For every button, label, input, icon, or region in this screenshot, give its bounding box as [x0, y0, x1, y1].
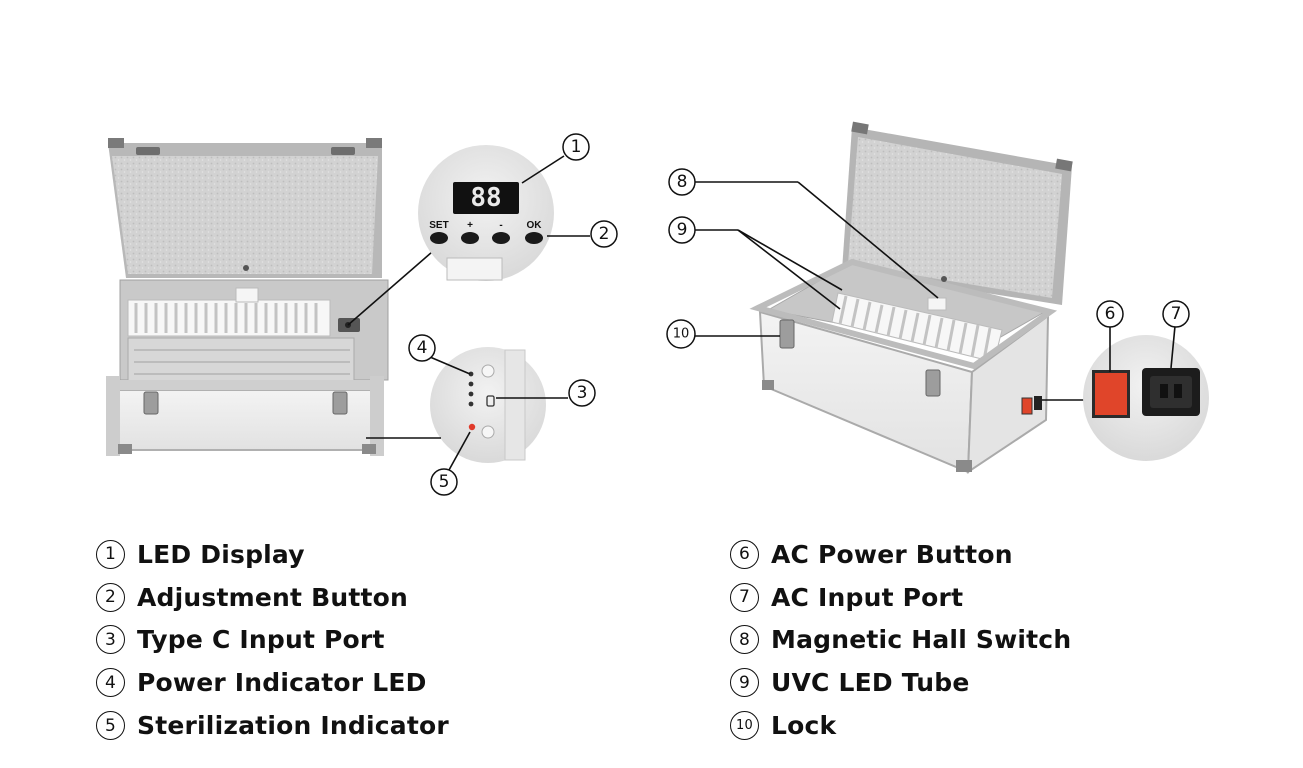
legend-left: 1 LED Display 2 Adjustment Button 3 Type… [96, 533, 449, 747]
callout-7-badge [1162, 300, 1190, 328]
callout-10-num: 10 [673, 327, 690, 342]
callout-2-num: 2 [599, 224, 610, 244]
left-case [106, 138, 389, 456]
plus-label: + [467, 220, 473, 231]
callout-9-num: 9 [677, 220, 688, 240]
callout-8-badge [668, 168, 696, 196]
legend-label: Power Indicator LED [137, 668, 427, 698]
legend-right: 6 AC Power Button 7 AC Input Port 8 Magn… [730, 533, 1071, 747]
legend-num: 2 [96, 582, 125, 612]
legend-item: 6 AC Power Button [730, 533, 1071, 576]
legend-label: UVC LED Tube [771, 668, 970, 698]
ok-button[interactable] [525, 232, 543, 244]
legend-item: 8 Magnetic Hall Switch [730, 619, 1071, 662]
sterilization-indicator-led [468, 423, 476, 431]
legend-item: 4 Power Indicator LED [96, 661, 449, 704]
left-latch-icon [143, 391, 348, 415]
legend-label: Lock [771, 711, 837, 741]
legend-num: 5 [96, 711, 125, 741]
legend-label: Sterilization Indicator [137, 711, 449, 741]
legend-item: 3 Type C Input Port [96, 619, 449, 662]
callout-5-badge [430, 468, 458, 496]
callout-4-num: 4 [417, 338, 428, 358]
legend-item: 10 Lock [730, 704, 1071, 747]
zoom-indicator-panel [430, 347, 546, 463]
right-uvc-grille [831, 292, 1003, 363]
legend-num: 8 [730, 625, 759, 655]
plus-button[interactable] [461, 232, 479, 244]
legend-label: Type C Input Port [137, 625, 385, 655]
callout-1-badge [562, 133, 590, 161]
callout-8-num: 8 [677, 172, 688, 192]
callout-6-num: 6 [1105, 304, 1116, 324]
legend-num: 3 [96, 625, 125, 655]
callout-2-badge [590, 220, 618, 248]
legend-num: 4 [96, 668, 125, 698]
legend-item: 5 Sterilization Indicator [96, 704, 449, 747]
zoom-ac-panel [1083, 335, 1209, 461]
callout-3-num: 3 [577, 383, 588, 403]
minus-button[interactable] [492, 232, 510, 244]
minus-label: - [499, 220, 502, 231]
lock-latch-icon [779, 319, 795, 349]
callout-6-badge [1096, 300, 1124, 328]
legend-item: 9 UVC LED Tube [730, 661, 1071, 704]
type-c-port-icon [486, 395, 495, 407]
set-button[interactable] [430, 232, 448, 244]
callout-5-num: 5 [439, 472, 450, 492]
callout-7-num: 7 [1171, 304, 1182, 324]
legend-label: LED Display [137, 539, 305, 569]
adjust-buttons: SET + - OK [429, 220, 543, 244]
callout-3-badge [568, 379, 596, 407]
ac-power-button[interactable] [1095, 373, 1127, 415]
zoom-control-panel: 88 SET + - OK [418, 145, 554, 281]
legend-label: AC Input Port [771, 582, 964, 612]
callout-4-badge [408, 334, 436, 362]
callout-9-badge [668, 216, 696, 244]
legend-item: 1 LED Display [96, 533, 449, 576]
legend-item: 2 Adjustment Button [96, 576, 449, 619]
legend-num: 7 [730, 582, 759, 612]
ok-label: OK [527, 220, 543, 231]
legend-item: 7 AC Input Port [730, 576, 1071, 619]
callout-1-num: 1 [571, 137, 582, 157]
legend-num: 6 [730, 539, 759, 569]
legend-label: Adjustment Button [137, 582, 409, 612]
right-case [749, 121, 1073, 474]
power-indicator-led [468, 371, 474, 377]
legend-num: 10 [730, 711, 759, 741]
legend-label: Magnetic Hall Switch [771, 625, 1072, 655]
set-label: SET [429, 220, 448, 231]
callout-10-badge [666, 319, 696, 349]
legend-label: AC Power Button [771, 539, 1013, 569]
left-uvc-grille [127, 287, 331, 337]
legend-num: 9 [730, 668, 759, 698]
led-display-digits: 88 [470, 183, 501, 213]
legend-num: 1 [96, 539, 125, 569]
